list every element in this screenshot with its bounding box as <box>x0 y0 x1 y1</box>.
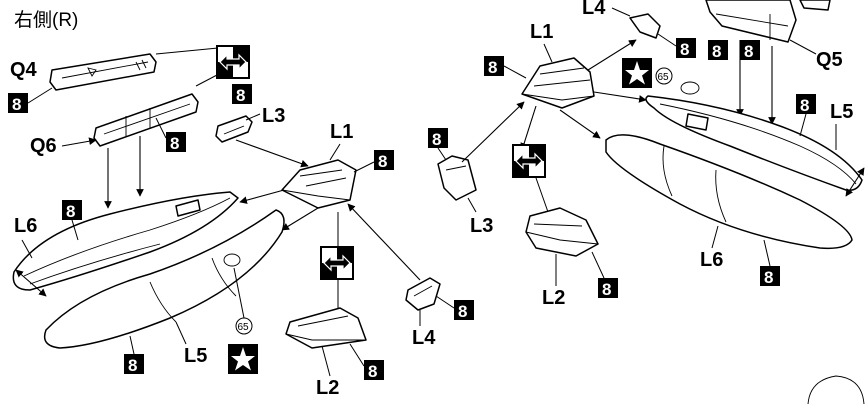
cement-icon <box>215 44 251 80</box>
paint-color-box-icon: 8 <box>364 360 384 381</box>
paint-color-box-icon: 8 <box>428 128 448 149</box>
part-l4-right <box>629 13 661 39</box>
paint-color-box-icon: 8 <box>484 56 504 77</box>
paint-color-box-icon: 8 <box>454 300 474 321</box>
svg-text:8: 8 <box>602 280 611 299</box>
paint-color-box-icon: 8 <box>676 38 696 59</box>
label-l5: L5 <box>184 345 207 367</box>
part-l3 <box>215 115 253 143</box>
svg-text:8: 8 <box>680 40 689 59</box>
part-l2-right <box>525 207 599 257</box>
label-l6-right: L6 <box>700 249 723 271</box>
label-l3-right: L3 <box>470 215 493 237</box>
svg-text:8: 8 <box>128 356 137 375</box>
label-l6: L6 <box>14 215 37 237</box>
paint-color-box-icon: 8 <box>740 40 760 61</box>
svg-text:8: 8 <box>764 268 773 287</box>
svg-text:8: 8 <box>458 302 467 321</box>
cement-icon <box>319 245 355 281</box>
svg-text:8: 8 <box>800 96 809 115</box>
paint-color-box-icon: 8 <box>166 132 186 153</box>
part-l6-right <box>605 134 853 250</box>
part-l1-right <box>521 57 595 109</box>
left-header: 右側(R) <box>14 9 78 31</box>
paint-color-box-icon: 8 <box>374 150 394 171</box>
part-l1 <box>281 159 357 209</box>
svg-text:65: 65 <box>658 72 670 83</box>
paint-color-box-icon: 8 <box>62 200 82 221</box>
decal-number: 65 <box>655 67 673 85</box>
label-q5: Q5 <box>816 49 843 71</box>
label-l2-right: L2 <box>542 287 565 309</box>
paint-color-box-icon: 8 <box>708 40 728 61</box>
svg-text:8: 8 <box>12 95 21 114</box>
cement-icon <box>511 143 547 179</box>
svg-text:8: 8 <box>712 42 721 61</box>
label-l4-right: L4 <box>582 0 606 19</box>
paint-color-box-icon: 8 <box>598 278 618 299</box>
part-l5 <box>43 209 285 349</box>
paint-color-box-icon: 8 <box>796 94 816 115</box>
svg-text:8: 8 <box>368 362 377 381</box>
label-l3: L3 <box>262 105 285 127</box>
right-assembly: L4 8 8 8 Q5 L1 <box>428 0 865 404</box>
svg-text:8: 8 <box>66 202 75 221</box>
part-l4 <box>405 277 441 311</box>
paint-color-box-icon: 8 <box>8 93 28 114</box>
svg-text:8: 8 <box>170 134 179 153</box>
paint-color-box-icon: 8 <box>124 354 144 375</box>
svg-text:8: 8 <box>378 152 387 171</box>
decal-number: 65 <box>235 317 253 335</box>
decal-star-icon <box>228 344 258 374</box>
part-l3-right <box>437 155 477 201</box>
svg-text:8: 8 <box>432 130 441 149</box>
label-l1-right: L1 <box>530 21 553 43</box>
part-l2 <box>285 307 367 349</box>
part-q4 <box>49 53 157 91</box>
label-l5-right: L5 <box>830 101 853 123</box>
decal-star-icon <box>622 58 652 88</box>
label-q4: Q4 <box>10 59 38 81</box>
paint-color-box-icon: 8 <box>232 84 252 105</box>
label-l1: L1 <box>330 121 353 143</box>
part-l5-right <box>645 95 863 192</box>
label-q6: Q6 <box>30 135 57 157</box>
label-l2: L2 <box>316 377 339 399</box>
label-l4: L4 <box>412 327 436 349</box>
left-assembly: 右側(R) Q4 8 Q6 <box>8 9 474 399</box>
svg-text:8: 8 <box>488 58 497 77</box>
svg-text:65: 65 <box>238 322 250 333</box>
svg-text:8: 8 <box>236 86 245 105</box>
part-q5 <box>705 0 831 43</box>
paint-color-box-icon: 8 <box>760 266 780 287</box>
svg-text:8: 8 <box>744 42 753 61</box>
